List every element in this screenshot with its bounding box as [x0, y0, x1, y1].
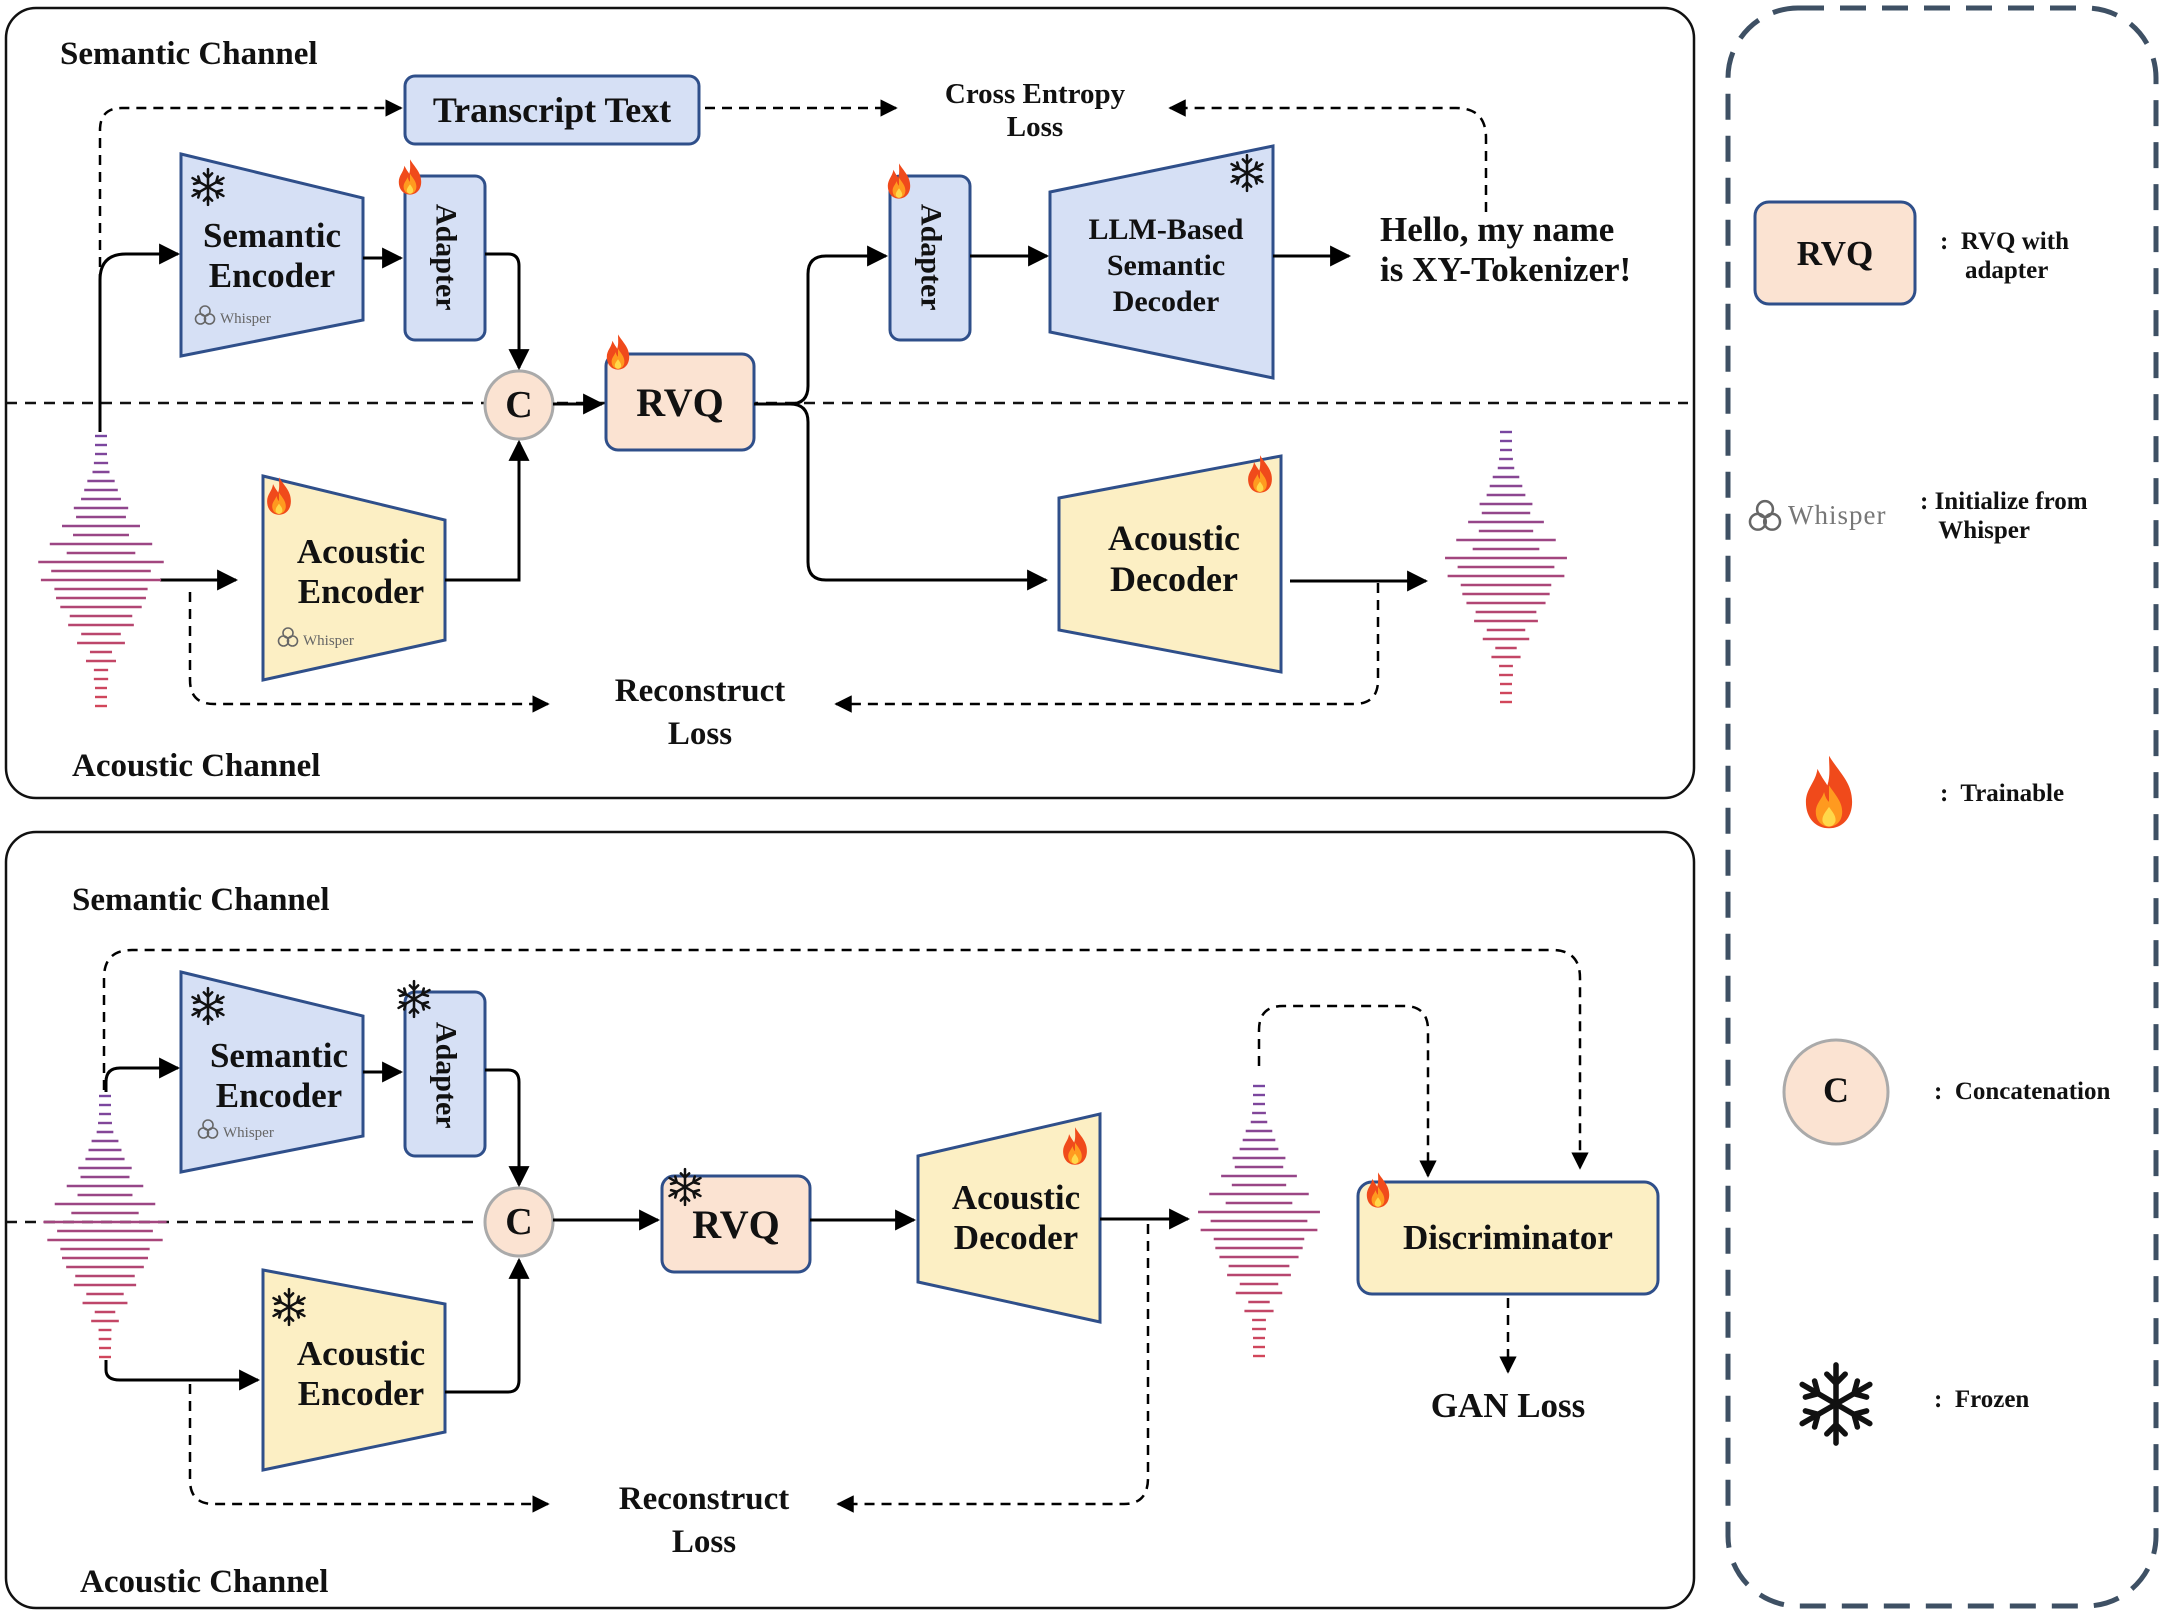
- legend-rvq-box: [1753, 200, 1917, 306]
- flame-icon: [1366, 1172, 1390, 1208]
- legend-frozen-desc: : Frozen: [1934, 1386, 2030, 1413]
- waveform-icon: [38, 434, 164, 708]
- flame-icon: [1805, 755, 1853, 829]
- transcript-text-label: Transcript Text: [432, 90, 672, 130]
- adapter-box: [403, 990, 487, 1158]
- semantic-encoder-label: Semantic Encoder: [202, 216, 342, 296]
- semantic-encoder-label: Semantic Encoder: [209, 1036, 349, 1116]
- discriminator-box: [1356, 1180, 1660, 1296]
- legend-frame: [1725, 5, 2159, 1609]
- semantic-encoder-shape: [179, 152, 365, 358]
- semantic-encoder-shape: [179, 970, 365, 1174]
- gan-loss-label: GAN Loss: [1430, 1386, 1586, 1425]
- legend-trainable-desc: : Trainable: [1940, 780, 2065, 807]
- adapter-2-box: [888, 174, 972, 342]
- flame-icon: [398, 159, 422, 195]
- top-semantic-channel-label: Semantic Channel: [60, 36, 318, 72]
- flame-icon: [887, 163, 911, 199]
- llm-decoder-shape: [1048, 144, 1275, 380]
- waveform-icon: [1445, 430, 1567, 704]
- whisper-logo-text: Whisper: [223, 1125, 274, 1141]
- bottom-semantic-channel-label: Semantic Channel: [72, 882, 330, 918]
- bottom-panel-frame: [4, 830, 1696, 1610]
- adapter-2-label: Adapter: [914, 203, 948, 311]
- acoustic-encoder-shape: [261, 1268, 447, 1472]
- legend-whisper-desc: : Initialize from Whisper: [1920, 488, 2088, 544]
- legend-concat-symbol: C: [1823, 1070, 1849, 1110]
- snowflake-icon: [1802, 1365, 1870, 1443]
- acoustic-decoder-shape: [1057, 454, 1283, 674]
- transcript-text-box: [403, 74, 701, 146]
- whisper-logo-icon: [1748, 499, 1782, 531]
- waveform-icon: [1198, 1084, 1320, 1358]
- adapter-1-label: Adapter: [429, 203, 463, 311]
- adapter-1-box: [403, 174, 487, 342]
- legend-whisper-text: Whisper: [1788, 500, 1887, 530]
- rvq-box: [660, 1174, 812, 1274]
- acoustic-decoder-label: Acoustic Decoder: [951, 1178, 1081, 1258]
- legend-rvq-label: RVQ: [1796, 234, 1874, 273]
- legend-concat-desc: : Concatenation: [1934, 1078, 2111, 1105]
- acoustic-decoder-label: Acoustic Decoder: [1108, 518, 1240, 600]
- whisper-logo-text: Whisper: [303, 633, 354, 649]
- concat-label: C: [505, 384, 533, 426]
- acoustic-encoder-shape: [261, 474, 447, 682]
- whisper-logo-text: Whisper: [220, 311, 271, 327]
- discriminator-label: Discriminator: [1403, 1218, 1613, 1257]
- rvq-label: RVQ: [692, 1202, 780, 1247]
- legend-rvq-desc: : RVQ with adapter: [1940, 228, 2069, 284]
- legend-concat-circle: [1782, 1038, 1890, 1146]
- waveform-icon: [43, 1094, 167, 1359]
- adapter-label: Adapter: [429, 1021, 463, 1129]
- rvq-label: RVQ: [636, 380, 724, 425]
- cross-entropy-loss-label: Cross Entropy Loss: [944, 78, 1126, 144]
- flame-icon: [606, 334, 630, 370]
- acoustic-encoder-label: Acoustic Encoder: [296, 532, 426, 612]
- top-acoustic-channel-label: Acoustic Channel: [72, 748, 321, 784]
- reconstruct-loss-label: Reconstruct Loss: [614, 673, 786, 752]
- acoustic-decoder-shape: [916, 1112, 1102, 1324]
- concat-circle: [483, 1186, 555, 1258]
- reconstruct-loss-label: Reconstruct Loss: [618, 1481, 790, 1560]
- bottom-acoustic-channel-label: Acoustic Channel: [80, 1564, 329, 1600]
- acoustic-encoder-label: Acoustic Encoder: [296, 1334, 426, 1414]
- rvq-box: [604, 352, 756, 452]
- output-text-label: Hello, my name is XY-Tokenizer!: [1380, 210, 1632, 290]
- concat-label: C: [505, 1201, 533, 1243]
- llm-decoder-label: LLM-Based Semantic Decoder: [1088, 213, 1244, 318]
